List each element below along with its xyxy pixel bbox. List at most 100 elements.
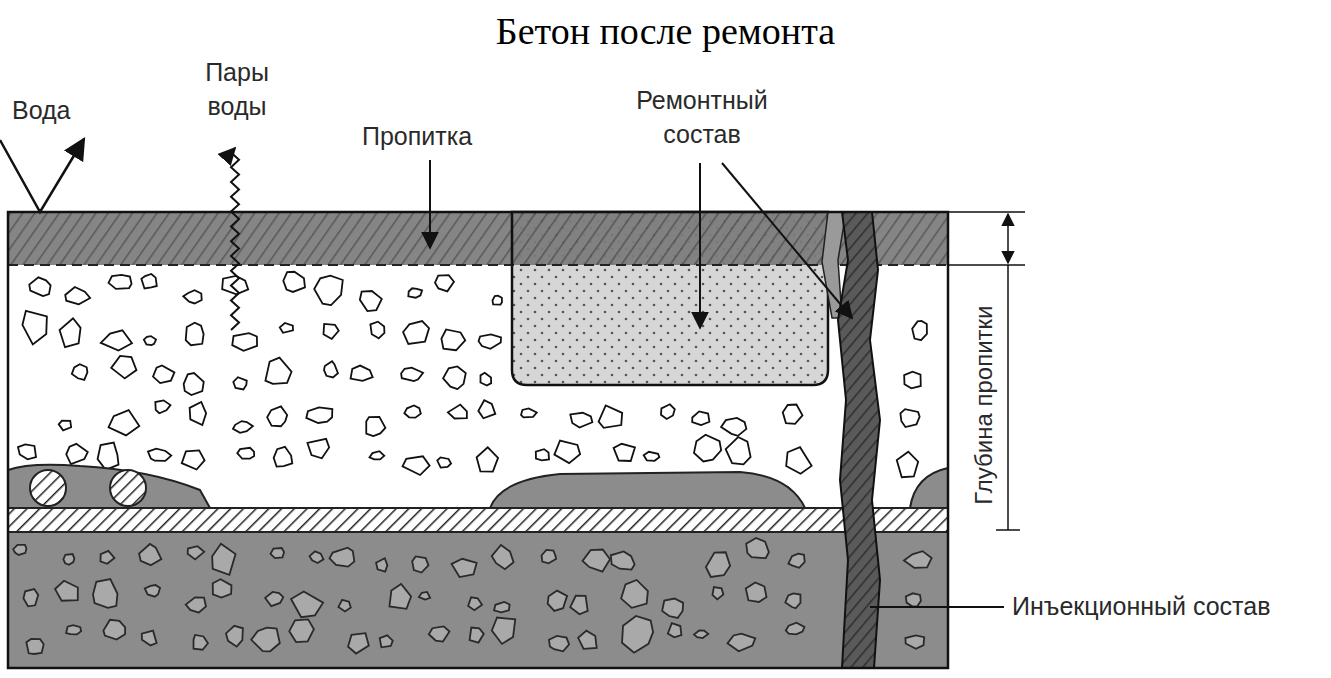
aggregate-stone bbox=[194, 635, 208, 650]
aggregate-stone bbox=[233, 421, 253, 433]
aggregate-stone bbox=[554, 441, 580, 464]
dimension-extension bbox=[948, 264, 1025, 266]
dimension-tick bbox=[996, 529, 1020, 531]
aggregate-stone bbox=[403, 321, 429, 344]
aggregate-stone bbox=[435, 275, 454, 291]
aggregate-stone bbox=[376, 558, 387, 571]
aggregate-stone bbox=[644, 452, 660, 461]
aggregate-stone bbox=[477, 447, 498, 471]
aggregate-stone bbox=[233, 377, 246, 389]
callout-label: Пары воды bbox=[182, 56, 292, 124]
aggregate-stone bbox=[785, 593, 800, 608]
aggregate-stone bbox=[494, 602, 510, 612]
aggregate-stone bbox=[783, 405, 803, 424]
aggregate-stone bbox=[98, 443, 119, 470]
aggregate-stone bbox=[443, 366, 466, 389]
leader-line bbox=[870, 606, 1004, 608]
aggregate-stone bbox=[583, 549, 611, 571]
aggregate-stone bbox=[101, 330, 132, 350]
aggregate-stone bbox=[55, 581, 78, 601]
aggregate-stone bbox=[338, 600, 350, 612]
aggregate-stone bbox=[145, 585, 160, 597]
leader-line bbox=[699, 163, 701, 328]
aggregate-stone bbox=[265, 358, 291, 384]
aggregate-stone bbox=[182, 450, 205, 469]
aggregate-stone bbox=[578, 631, 597, 649]
aggregate-stone bbox=[142, 631, 157, 646]
vapour-arrow bbox=[231, 148, 239, 330]
aggregate-stone bbox=[380, 635, 393, 647]
aggregate-stone bbox=[470, 628, 484, 643]
aggregate-stone bbox=[694, 435, 721, 462]
leader-line bbox=[722, 163, 852, 318]
aggregate-stone bbox=[267, 406, 287, 426]
aggregate-stone bbox=[237, 448, 254, 459]
aggregate-stone bbox=[66, 444, 88, 464]
aggregate-stone bbox=[109, 275, 132, 289]
aggregate-stone bbox=[788, 554, 804, 568]
aggregate-stone bbox=[706, 552, 730, 577]
aggregate-stone bbox=[289, 619, 314, 642]
vapour-line bbox=[231, 148, 239, 330]
aggregate-stone bbox=[314, 276, 343, 305]
aggregate-stone bbox=[712, 587, 723, 599]
aggregate-stone bbox=[570, 413, 592, 428]
aggregate-stone bbox=[251, 628, 280, 652]
aggregate-stone bbox=[274, 447, 293, 467]
dimension-line bbox=[1007, 214, 1009, 263]
aggregate-stone bbox=[622, 616, 653, 653]
callout-label: Вода bbox=[12, 94, 71, 128]
aggregate-stone bbox=[786, 623, 805, 635]
aggregate-stone bbox=[213, 579, 232, 597]
aggregate-stone bbox=[429, 626, 450, 641]
aggregate-stone bbox=[452, 559, 477, 577]
aggregate-stone bbox=[408, 288, 422, 297]
aggregate-stone bbox=[22, 311, 46, 345]
aggregate-stone bbox=[60, 318, 81, 347]
aggregate-stone bbox=[412, 556, 428, 572]
aggregate-stone bbox=[726, 437, 751, 464]
aggregate-stone bbox=[437, 457, 451, 467]
dimension-line bbox=[1007, 265, 1009, 530]
aggregate-stone bbox=[280, 323, 293, 333]
aggregate-stone bbox=[599, 405, 623, 427]
aggregate-stone bbox=[661, 404, 675, 419]
aggregate-stone bbox=[366, 417, 385, 436]
rebar-section bbox=[30, 470, 66, 506]
aggregate-stone bbox=[144, 336, 156, 345]
dense-zone bbox=[490, 472, 805, 508]
aggregate-stone bbox=[310, 551, 324, 563]
aggregate-stone bbox=[141, 274, 156, 288]
aggregate-stone bbox=[912, 321, 927, 340]
aggregate-stone bbox=[13, 545, 26, 555]
aggregate-stone bbox=[226, 626, 243, 647]
aggregate-stone bbox=[404, 406, 420, 418]
aggregate-stone bbox=[139, 544, 161, 565]
aggregate-stone bbox=[348, 633, 369, 653]
aggregate-stone bbox=[66, 625, 81, 634]
aggregate-stone bbox=[370, 322, 384, 339]
aggregate-stone bbox=[291, 592, 323, 618]
lower-concrete bbox=[8, 532, 948, 668]
aggregate-stone bbox=[271, 548, 285, 558]
impregnation-layer bbox=[8, 212, 948, 265]
aggregate-stone bbox=[360, 291, 382, 311]
aggregate-stone bbox=[148, 449, 171, 461]
callout-label: Ремонтный состав bbox=[612, 84, 792, 152]
aggregate-stone bbox=[23, 589, 38, 606]
aggregate-stone bbox=[611, 551, 635, 569]
dimension-extension bbox=[948, 211, 1025, 213]
aggregate-stone bbox=[59, 421, 71, 431]
aggregate-stone bbox=[536, 449, 549, 460]
aggregate-stone bbox=[26, 639, 43, 654]
aggregate-stone bbox=[662, 599, 683, 618]
aggregate-stone bbox=[549, 636, 569, 651]
aggregate-stone bbox=[190, 402, 207, 425]
aggregate-stone bbox=[323, 324, 338, 339]
aggregate-stone bbox=[283, 272, 305, 292]
aggregate-stone bbox=[401, 368, 423, 382]
aggregate-stone bbox=[900, 409, 919, 427]
aggregate-stone bbox=[63, 554, 74, 565]
aggregate-stone bbox=[668, 623, 682, 637]
aggregate-stone bbox=[389, 584, 411, 609]
